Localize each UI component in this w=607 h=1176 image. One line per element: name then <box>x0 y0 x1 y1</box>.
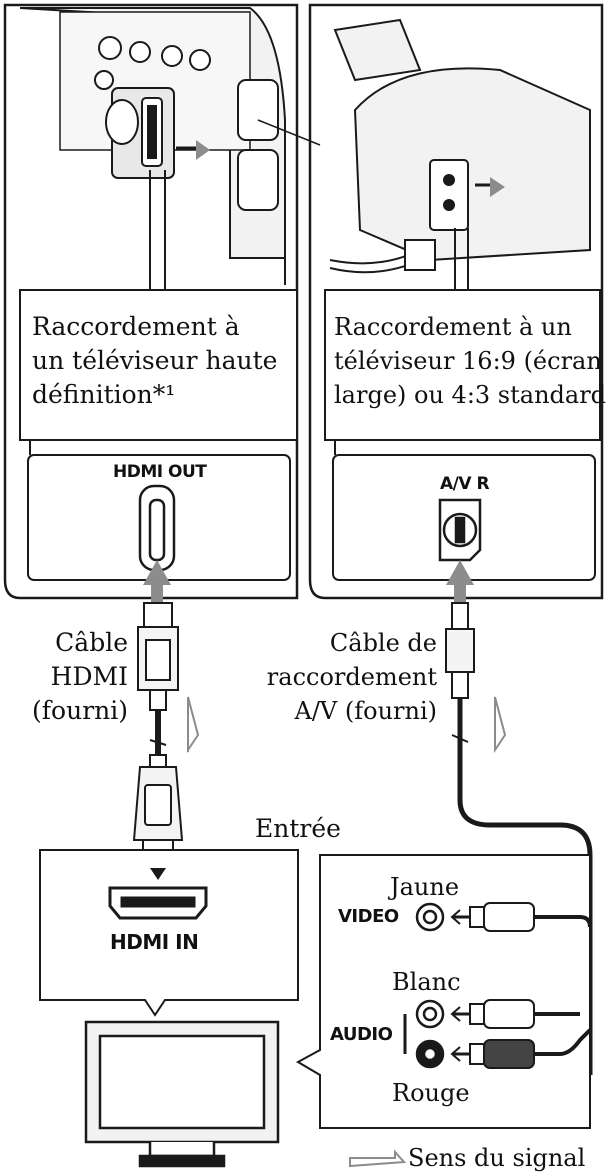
yellow-label: Jaune <box>390 873 460 901</box>
hdmi-cable-plug-bottom-icon <box>132 754 184 863</box>
right-caption-box <box>324 289 601 441</box>
hdmi-in-port-icon <box>108 886 208 920</box>
red-label: Rouge <box>392 1079 470 1107</box>
camcorder-av-view <box>257 3 604 600</box>
audio-label: AUDIO <box>330 1024 393 1045</box>
hdmi-signal-arrow-icon <box>187 696 200 754</box>
left-title-line: définition*¹ <box>32 380 176 409</box>
audio-red-jack-icon <box>415 1039 445 1069</box>
av-r-port-icon <box>438 498 482 562</box>
legend-signal-arrow-icon <box>349 1149 407 1168</box>
hdmi-in-box <box>39 849 299 1017</box>
video-label: VIDEO <box>338 906 399 927</box>
hdmi-in-label: HDMI IN <box>110 930 199 954</box>
hdmi-up-arrow-icon <box>143 560 171 585</box>
av-cable-label: Câble de raccordement A/V (fourni) <box>266 629 437 725</box>
left-panel-title: Raccordement à un téléviseur haute défin… <box>32 310 277 412</box>
hdmi-cable-label: Câble HDMI (fourni) <box>32 628 128 725</box>
right-panel-title: Raccordement à un téléviseur 16:9 (écran… <box>334 310 606 412</box>
camcorder-hdmi-view <box>3 3 299 600</box>
tv-icon <box>84 1020 280 1168</box>
av-up-arrow-icon <box>446 560 474 585</box>
hdmi-out-port-icon <box>138 484 176 572</box>
av-signal-arrow-icon <box>494 696 507 754</box>
hdmi-in-marker-icon <box>150 868 166 880</box>
left-caption-box <box>19 289 298 441</box>
input-label: Entrée <box>255 814 341 843</box>
av-r-label: A/V R <box>440 474 490 494</box>
audio-white-jack-icon <box>415 999 445 1029</box>
hdmi-cable-plug-icon <box>137 602 179 755</box>
av-cable-plug-icon <box>445 602 593 1075</box>
left-title-line: Raccordement à <box>32 312 240 341</box>
rca-plugs-icon <box>450 902 592 1069</box>
left-title-line: un téléviseur haute <box>32 346 278 375</box>
right-title-line: téléviseur 16:9 (écran <box>334 347 602 375</box>
signal-direction-label: Sens du signal <box>408 1144 586 1172</box>
right-title-line: large) ou 4:3 standard <box>334 381 607 409</box>
hdmi-out-label: HDMI OUT <box>113 462 207 482</box>
right-title-line: Raccordement à un <box>334 313 572 341</box>
video-jack-icon <box>415 902 445 932</box>
white-label: Blanc <box>392 968 461 996</box>
